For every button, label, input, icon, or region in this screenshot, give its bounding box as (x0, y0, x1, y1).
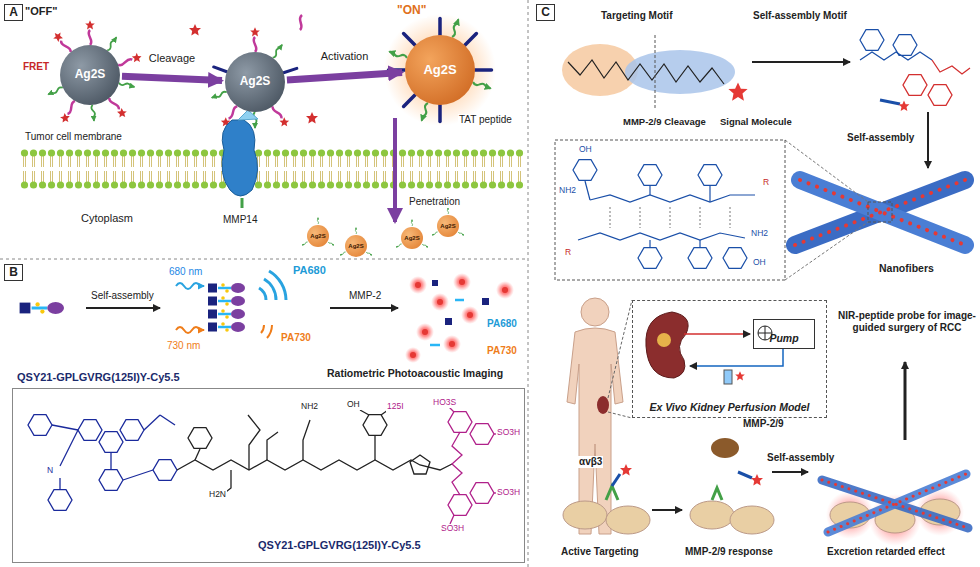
cell-membrane (20, 148, 525, 190)
node-text: Ag2S (404, 235, 419, 242)
node-text: Ag2S (310, 233, 325, 240)
node-text: B (9, 266, 18, 280)
text-label: SO3H (496, 488, 521, 498)
node-text: Ag2S (348, 243, 363, 250)
panel-letter: A (4, 4, 23, 21)
nanofibers (785, 140, 965, 280)
text-label: Self-assembly (846, 132, 915, 144)
panel-letter: C (536, 4, 555, 21)
text-label: 730 nm (166, 340, 201, 352)
text-label: R (564, 248, 572, 258)
text-label: FRET (22, 61, 50, 73)
pump-box: Pump (753, 319, 815, 349)
text-label: MMP-2 (348, 290, 382, 302)
connector-arrow (287, 72, 402, 79)
text-label: Tumor cell membrane (24, 131, 123, 143)
particle-tails (302, 208, 464, 256)
text-label: Self-assembly Motif (752, 10, 848, 22)
text-label: Penetration (408, 196, 461, 208)
text-label: Cytoplasm (80, 212, 134, 225)
nanoparticle: Ag2S (401, 227, 423, 249)
text-label: "ON" (396, 4, 427, 18)
text-label: Nanofibers (878, 262, 935, 274)
node-text: QSY21-GPLGVRG(125I)Y-Cy5.5 (258, 539, 421, 552)
node-text: Pump (769, 332, 798, 344)
text-label: Targeting Motif (600, 10, 673, 22)
ligands (48, 14, 496, 129)
nanoparticle: Ag2S (60, 45, 120, 105)
node-text: Ag2S (440, 223, 455, 230)
text-label: "OFF" (24, 5, 58, 18)
text-label: OH (346, 400, 361, 410)
text-label: PA680 (292, 264, 327, 277)
nanoparticle: Ag2S (345, 235, 367, 257)
text-label: SO3H (496, 428, 521, 438)
text-label: NH2 (558, 186, 577, 196)
text-label: MMP14 (222, 214, 258, 226)
text-label: QSY21-GPLGVRG(125I)Y-Cy5.5 (16, 371, 181, 384)
text-label: SO3H (440, 524, 465, 534)
peptide-structure (555, 140, 785, 280)
node-text: A (9, 6, 18, 20)
text-label: Active Targeting (560, 546, 640, 558)
text-label: R (762, 178, 770, 188)
connector-arrow (122, 76, 222, 80)
edge-label: Activation (320, 50, 370, 63)
text-label: NIR-peptide probe for image-guided surge… (836, 310, 978, 333)
text-label: Self-assembly (90, 290, 155, 302)
up-arrow (904, 362, 907, 440)
text-label: Self-assembly (766, 452, 835, 464)
patient-figure (567, 298, 783, 534)
text-label: OH (578, 145, 593, 155)
text-label: Signal Molecule (719, 117, 793, 128)
nanoparticle: Ag2S (225, 52, 285, 112)
nanoparticle: Ag2S (437, 215, 459, 237)
chemical-structure (28, 406, 498, 524)
text-label: NH2 (750, 229, 769, 239)
text-label: TAT peptide (458, 114, 513, 126)
text-label: MMP-2/9 Cleavage (622, 117, 707, 128)
mmp14-protein (222, 110, 258, 208)
structure-box: QSY21-GPLGVRG(125I)Y-Cy5.5 (12, 388, 525, 563)
text-label: PA680 (486, 318, 518, 330)
perfusion-box: Ex Vivo Kidney Perfusion Model Pump (632, 300, 827, 418)
node-text: Ag2S (423, 63, 456, 78)
node-text: C (541, 6, 550, 20)
text-label: PA730 (486, 345, 518, 357)
text-label: N (46, 466, 54, 476)
text-label: Ratiometric Photoacoustic Imaging (326, 367, 504, 379)
peptide-probe (562, 30, 970, 168)
probe-scheme (20, 271, 514, 363)
nanoparticle: Ag2S (405, 35, 475, 105)
penetration-arrow (393, 118, 397, 222)
node-text: Ag2S (75, 68, 106, 82)
cell-steps (563, 438, 968, 546)
text-label: 680 nm (168, 266, 203, 278)
panel-dividers (0, 0, 528, 567)
node-text: Ag2S (240, 75, 271, 89)
text-label: PA730 (280, 332, 312, 344)
nanoparticle: Ag2S (307, 225, 329, 247)
text-label: MMP-2/9 (742, 418, 785, 430)
text-label: H2N (208, 490, 227, 500)
panel-letter: B (4, 264, 23, 281)
text-label: OH (752, 258, 767, 268)
edge-label: Cleavage (148, 52, 196, 65)
text-label: Excretion retarded effect (826, 546, 946, 558)
text-label: αvβ3 (578, 456, 603, 468)
text-label: NH2 (300, 402, 319, 412)
text-label: HO3S (432, 398, 457, 408)
text-label: 125I (386, 402, 405, 412)
node-text: Ex Vivo Kidney Perfusion Model (649, 401, 809, 413)
text-label: MMP-2/9 response (684, 546, 774, 558)
